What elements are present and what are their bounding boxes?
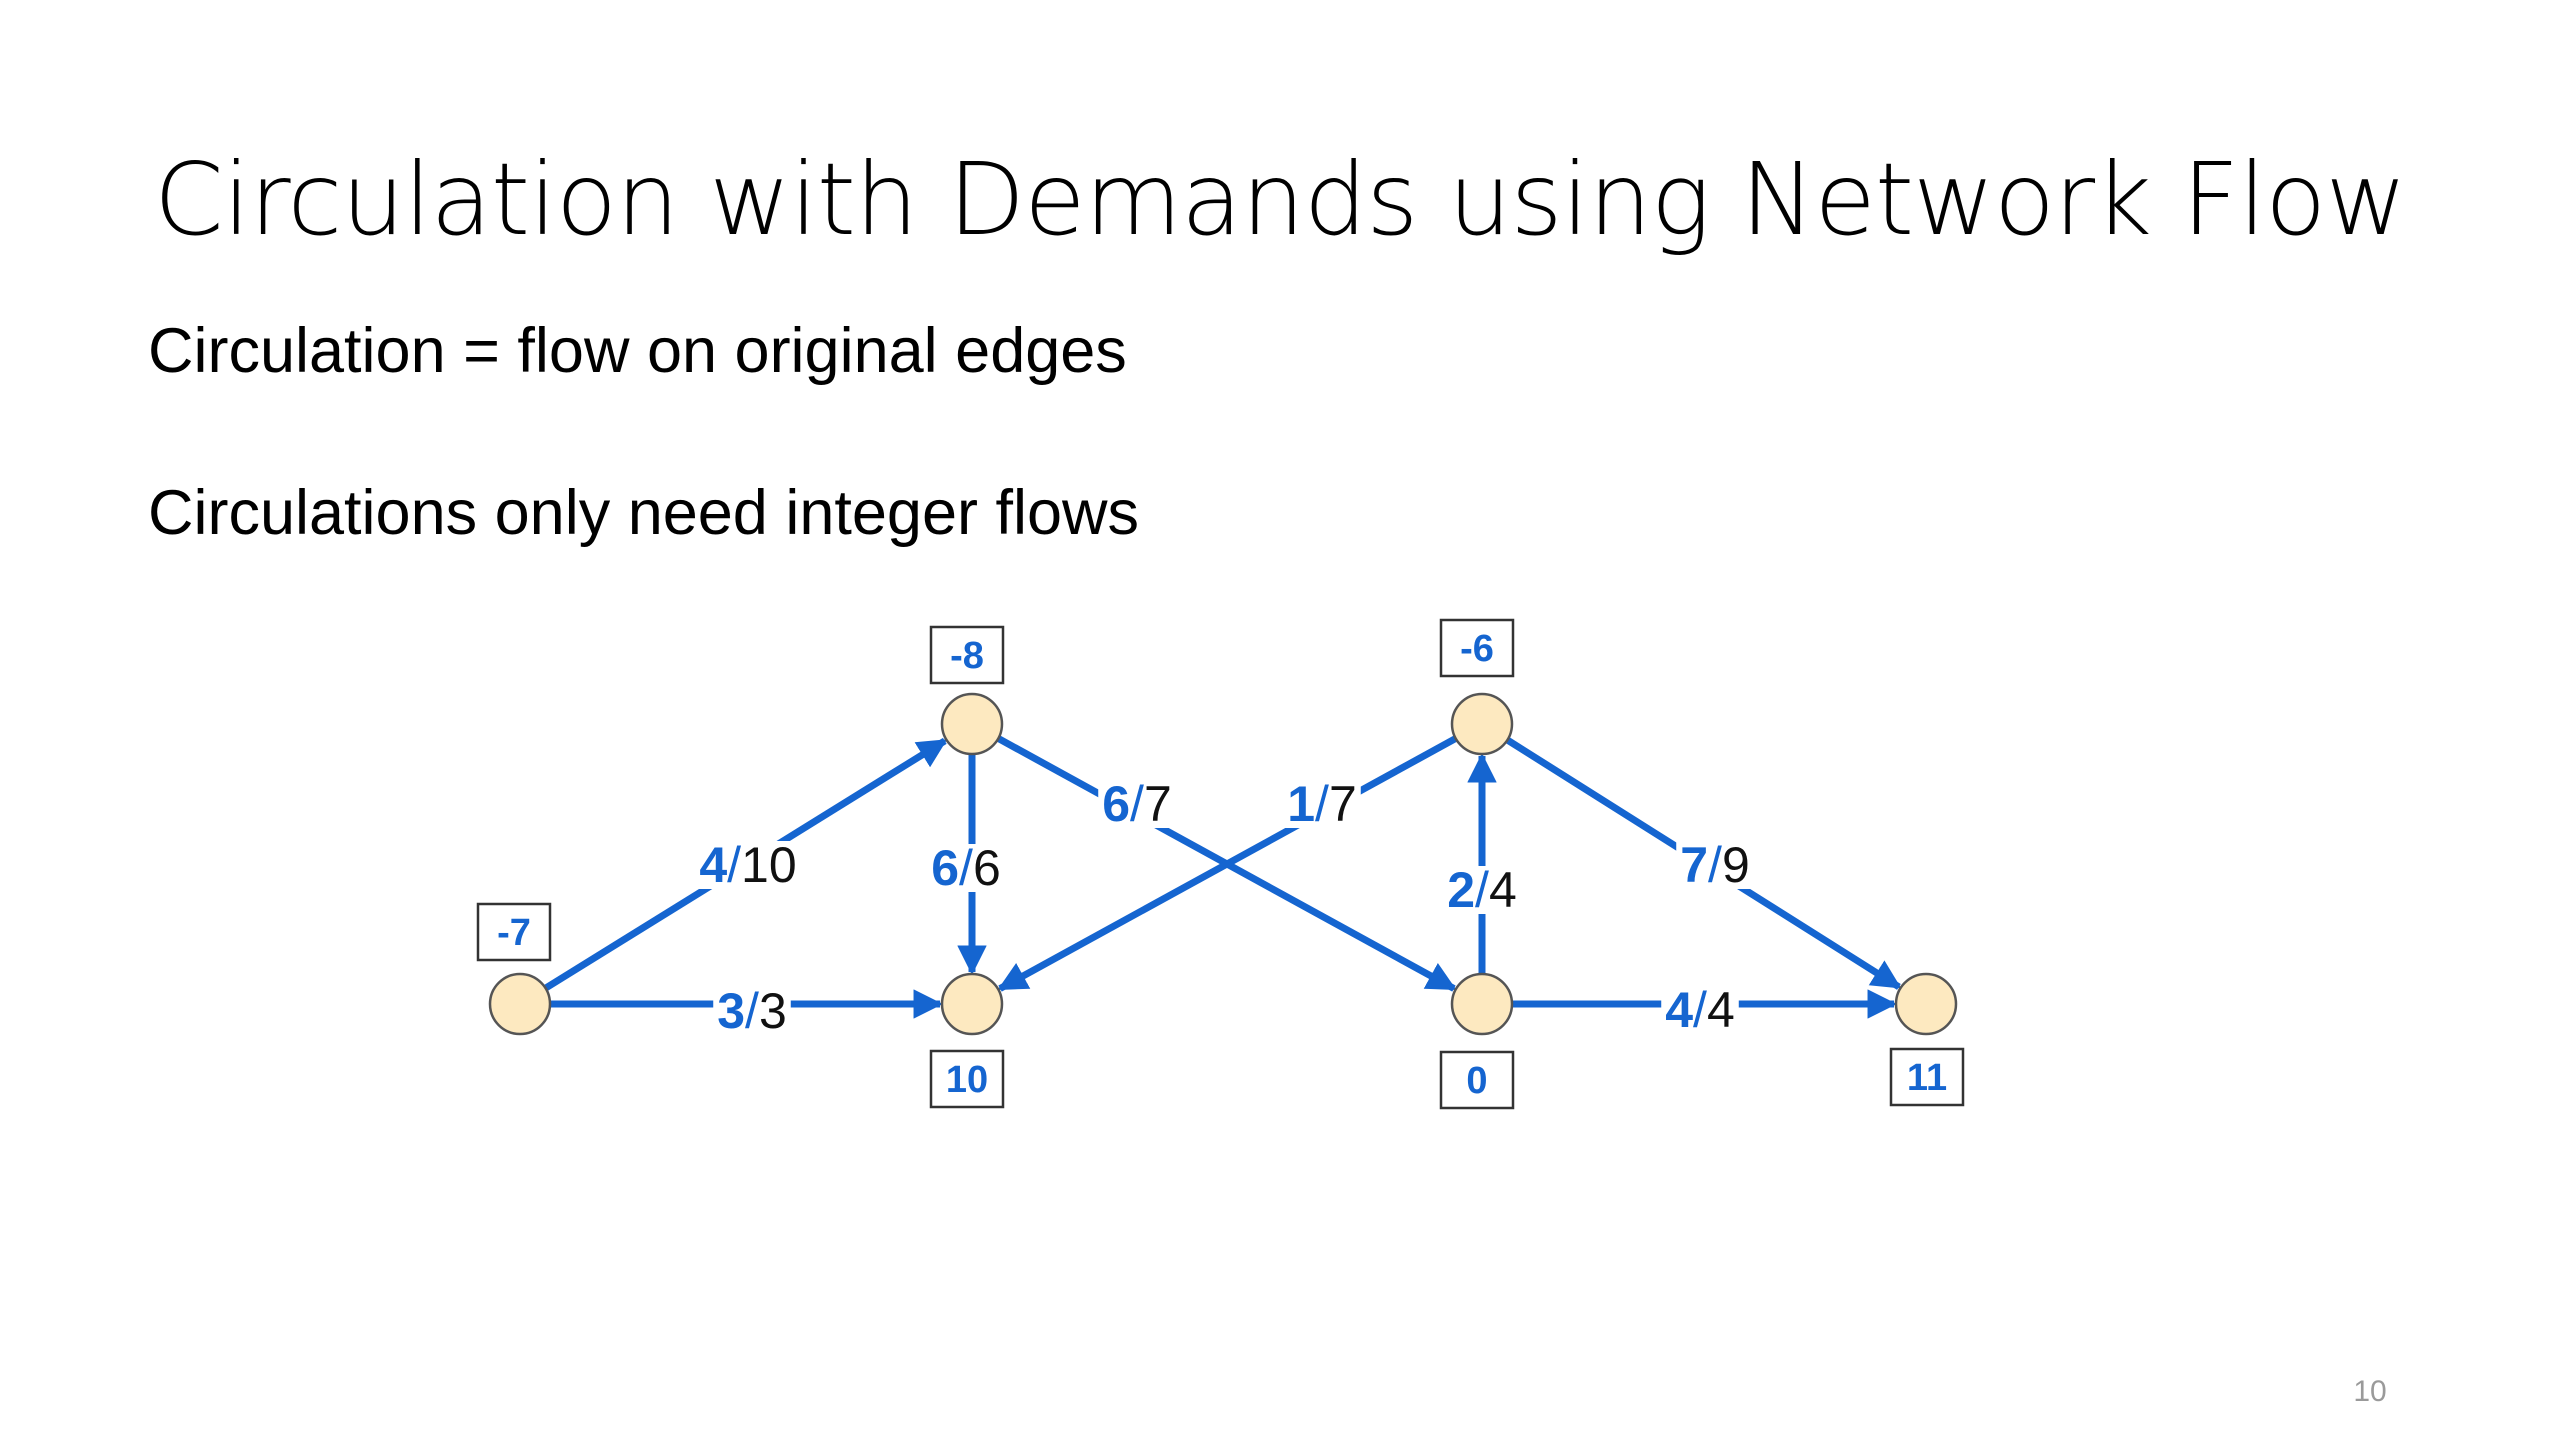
demand-value: -7: [497, 912, 531, 954]
node-f: [1894, 972, 1958, 1036]
edge-label-slash: /: [727, 837, 741, 893]
edge-capacity-value: 7: [1144, 776, 1172, 832]
demand-box-a: -7: [476, 902, 552, 962]
demand-box-border: [1439, 1050, 1515, 1110]
demand-box-border: [929, 1049, 1005, 1109]
demand-box-border: [476, 902, 552, 962]
demand-box-border: [1439, 618, 1515, 678]
bullet-integer-flows: Circulations only need integer flows: [148, 478, 1140, 548]
edge-flow-value: 6: [1102, 776, 1130, 832]
node-e: [1450, 972, 1514, 1036]
edge-capacity-value: 3: [759, 983, 787, 1039]
edge-capacity-value: 9: [1722, 837, 1750, 893]
demand-value: -6: [1460, 628, 1494, 670]
edge-label-text: 1/7: [1287, 776, 1357, 832]
edge-label-slash: /: [1708, 837, 1722, 893]
edge-label-background: [713, 987, 791, 1035]
bullet-circulation-definition: Circulation = flow on original edges: [148, 316, 1127, 386]
node-c: [940, 972, 1004, 1036]
edge-capacity-value: 6: [973, 840, 1001, 896]
edge-label-d-c: 1/7: [1283, 776, 1361, 832]
edge-flow-value: 4: [699, 837, 727, 893]
edge-label-background: [695, 841, 801, 889]
edge-label-slash: /: [745, 983, 759, 1039]
edge-label-background: [1661, 986, 1739, 1034]
edge-capacity-value: 4: [1707, 982, 1735, 1038]
demand-box-border: [1889, 1047, 1965, 1107]
edge-flow-value: 6: [931, 840, 959, 896]
demand-box-c: 10: [929, 1049, 1005, 1109]
edge-label-b-c: 6/6: [927, 840, 1005, 896]
edge-label-text: 4/4: [1665, 982, 1735, 1038]
edge-label-slash: /: [1315, 776, 1329, 832]
edge-flow-value: 7: [1680, 837, 1708, 893]
demand-value: 0: [1466, 1060, 1487, 1102]
edge-label-text: 2/4: [1447, 862, 1517, 918]
demand-value: -8: [950, 635, 984, 677]
edge-flow-value: 3: [717, 983, 745, 1039]
edge-flow-value: 4: [1665, 982, 1693, 1038]
edge-capacity-value: 4: [1489, 862, 1517, 918]
demand-value: 11: [1907, 1057, 1947, 1099]
edge-flow-value: 1: [1287, 776, 1315, 832]
edge-label-d-f: 7/9: [1676, 837, 1754, 893]
edge-label-background: [927, 844, 1005, 892]
edge-label-slash: /: [959, 840, 973, 896]
edge-label-e-d: 2/4: [1443, 862, 1521, 918]
edge-label-text: 3/3: [717, 983, 787, 1039]
edge-label-slash: /: [1693, 982, 1707, 1038]
node-a: [488, 972, 552, 1036]
demand-box-border: [929, 625, 1005, 685]
edge-label-background: [1283, 780, 1361, 828]
demand-box-d: -6: [1439, 618, 1515, 678]
page-number: 10: [2353, 1375, 2387, 1408]
demand-box-f: 11: [1889, 1047, 1965, 1107]
edge-capacity-value: 10: [741, 837, 797, 893]
edge-label-text: 7/9: [1680, 837, 1750, 893]
edge-label-a-b: 4/10: [695, 837, 801, 893]
node-d: [1450, 692, 1514, 756]
edge-d-c: [997, 735, 1458, 992]
edge-label-background: [1098, 780, 1176, 828]
edge-label-slash: /: [1475, 862, 1489, 918]
edge-label-a-c: 3/3: [713, 983, 791, 1039]
edge-label-e-f: 4/4: [1661, 982, 1739, 1038]
demand-box-e: 0: [1439, 1050, 1515, 1110]
edge-label-b-e: 6/7: [1098, 776, 1176, 832]
demand-value: 10: [946, 1059, 988, 1101]
node-b: [940, 692, 1004, 756]
edge-label-text: 4/10: [699, 837, 796, 893]
edge-label-slash: /: [1130, 776, 1144, 832]
edge-capacity-value: 7: [1329, 776, 1357, 832]
edge-flow-value: 2: [1447, 862, 1475, 918]
edge-label-text: 6/7: [1102, 776, 1172, 832]
edge-label-background: [1443, 866, 1521, 914]
edge-label-text: 6/6: [931, 840, 1001, 896]
demand-box-b: -8: [929, 625, 1005, 685]
slide-title: Circulation with Demands using Network F…: [153, 141, 2407, 258]
edge-label-background: [1676, 841, 1754, 889]
